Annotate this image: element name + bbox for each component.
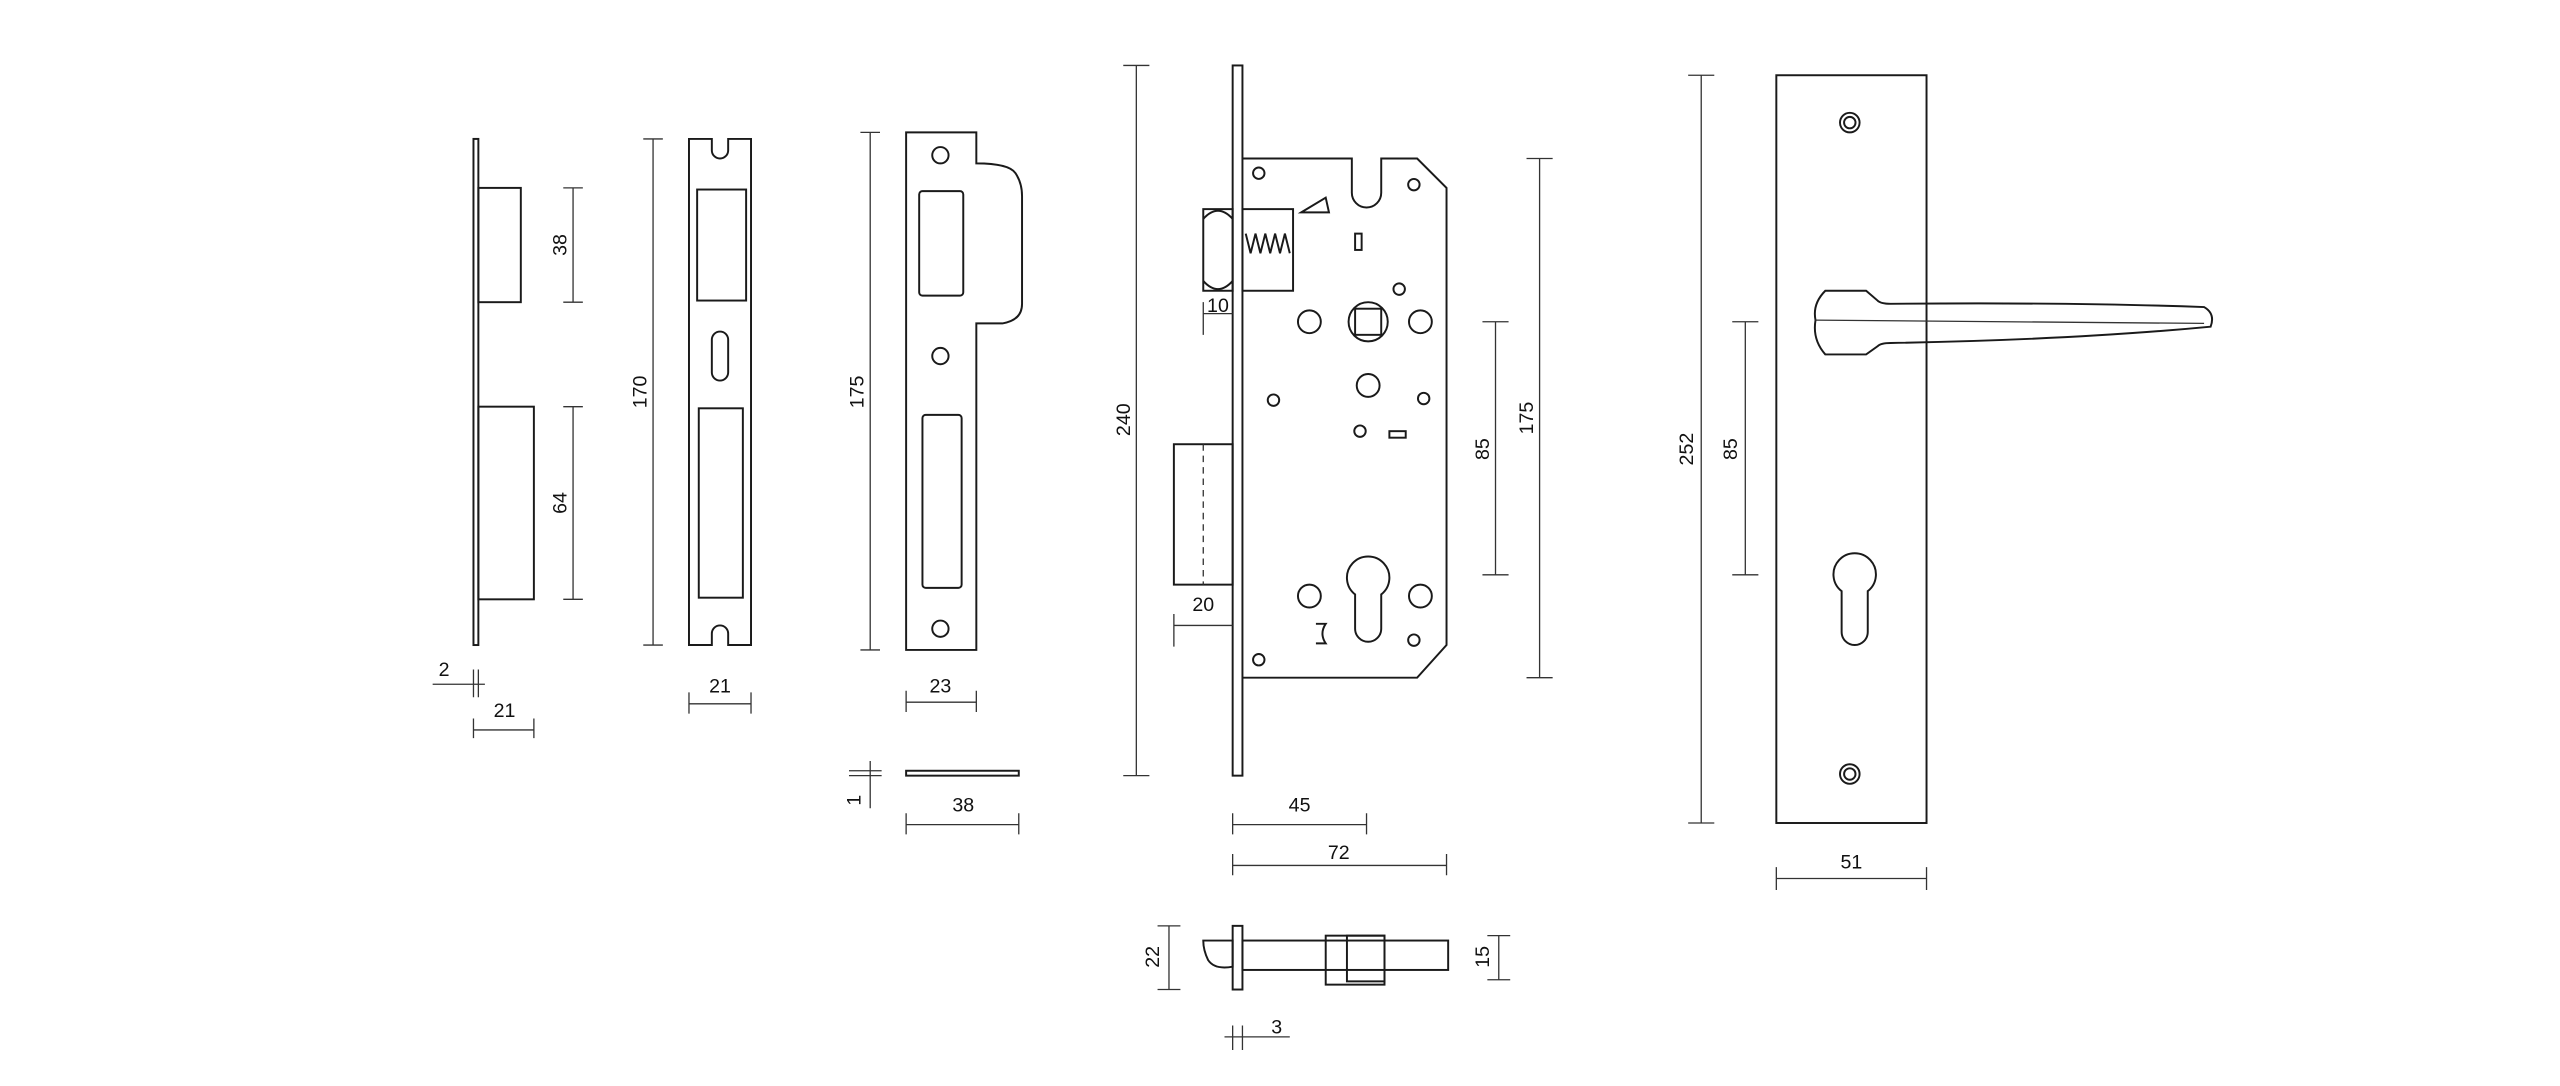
dim-64: 64	[550, 492, 572, 514]
faceplate-view: 170 21	[630, 137, 752, 714]
dim-170: 170	[630, 376, 652, 409]
dim-10: 10	[1207, 295, 1229, 317]
dim-240: 240	[1113, 403, 1135, 436]
dim-45: 45	[1289, 795, 1311, 817]
dim-38: 38	[550, 234, 572, 256]
dim-2: 2	[439, 659, 450, 681]
lock-body-view: 240 10 20 85 175 45 72	[1113, 64, 1553, 876]
dim-23: 23	[930, 675, 952, 697]
dim-38-b: 38	[952, 795, 974, 817]
dim-175-body: 175	[1516, 402, 1538, 435]
dim-51: 51	[1841, 852, 1863, 874]
dim-21-b: 21	[709, 675, 731, 697]
dim-21-a: 21	[494, 700, 516, 722]
dim-252: 252	[1676, 433, 1698, 466]
strike-side-view: 38 64 2 21	[432, 137, 583, 739]
screw-icons	[1252, 166, 1431, 667]
dim-22: 22	[1142, 946, 1164, 968]
dim-15: 15	[1472, 946, 1494, 968]
lock-side-view: 22 15 3	[1142, 924, 1511, 1050]
dim-85-body: 85	[1472, 438, 1494, 460]
dim-3: 3	[1271, 1017, 1282, 1039]
dim-1: 1	[843, 795, 865, 806]
dim-175-strike: 175	[847, 376, 869, 409]
strike-plate-view: 175 23 1 38	[843, 131, 1024, 835]
dim-20: 20	[1192, 594, 1214, 616]
dim-85-plate: 85	[1720, 438, 1742, 460]
dim-72: 72	[1328, 842, 1350, 864]
handle-plate-view: 252 85 51	[1676, 74, 2214, 890]
